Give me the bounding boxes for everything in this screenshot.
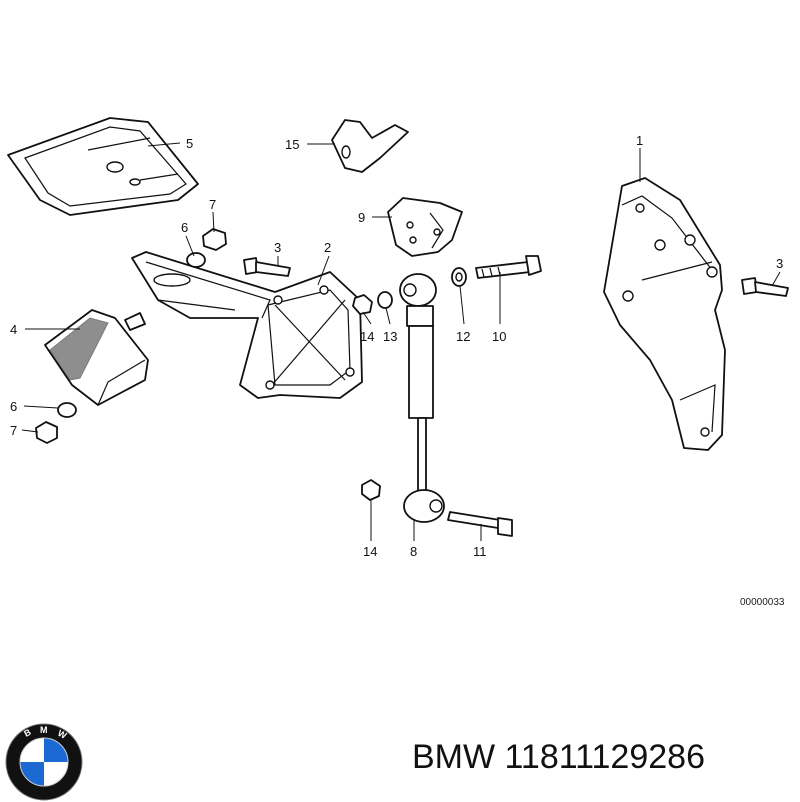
callout-2: 2 bbox=[324, 240, 331, 255]
callout-9: 9 bbox=[358, 210, 365, 225]
part-4-rubber-mount bbox=[44, 309, 149, 406]
part-7-nut-lower bbox=[35, 421, 58, 444]
callout-7-upper: 7 bbox=[209, 197, 216, 212]
svg-text:B: B bbox=[22, 727, 33, 739]
drawing-code: 00000033 bbox=[740, 597, 785, 608]
part-3-bolt-upper bbox=[243, 257, 291, 277]
callout-15: 15 bbox=[285, 137, 299, 152]
part-5-plate bbox=[7, 117, 199, 216]
part-6-washer-upper bbox=[186, 252, 206, 268]
callout-3-upper: 3 bbox=[274, 240, 281, 255]
callout-3-right: 3 bbox=[776, 256, 783, 271]
svg-text:M: M bbox=[40, 725, 48, 735]
callout-8: 8 bbox=[410, 544, 417, 559]
callout-6-upper: 6 bbox=[181, 220, 188, 235]
callout-14-lower: 14 bbox=[363, 544, 377, 559]
callout-1: 1 bbox=[636, 133, 643, 148]
callout-12: 12 bbox=[456, 329, 470, 344]
part-12-hole bbox=[455, 272, 463, 282]
callout-4: 4 bbox=[10, 322, 17, 337]
part-13-washer bbox=[377, 291, 393, 309]
part-8-damper bbox=[399, 273, 445, 523]
callout-14-upper: 14 bbox=[360, 329, 374, 344]
part-7-nut-upper bbox=[202, 228, 227, 251]
callout-6-lower: 6 bbox=[10, 399, 17, 414]
callout-5: 5 bbox=[186, 136, 193, 151]
part-11-bolt bbox=[447, 511, 513, 537]
part-14-nut-lower bbox=[361, 479, 381, 501]
part-2-mount-arm bbox=[131, 251, 363, 399]
part-15-bracket bbox=[331, 119, 409, 173]
part-10-bolt bbox=[475, 255, 542, 279]
part-3-bolt-right bbox=[741, 277, 789, 297]
part-1-large-bracket bbox=[603, 177, 726, 451]
part-6-washer-lower bbox=[57, 402, 77, 418]
leader-lines bbox=[21, 142, 781, 541]
caption-part-number: 11811129286 bbox=[504, 738, 705, 776]
bmw-logo: B M W bbox=[5, 723, 83, 801]
part-9-bracket bbox=[387, 197, 463, 257]
callout-11: 11 bbox=[473, 544, 487, 559]
caption-brand: BMW bbox=[412, 738, 496, 776]
part-caption: BMW 11811129286 bbox=[412, 738, 705, 777]
callout-10: 10 bbox=[492, 329, 506, 344]
callout-7-lower: 7 bbox=[10, 423, 17, 438]
part-14-nut-upper bbox=[352, 294, 373, 315]
callout-13: 13 bbox=[383, 329, 397, 344]
